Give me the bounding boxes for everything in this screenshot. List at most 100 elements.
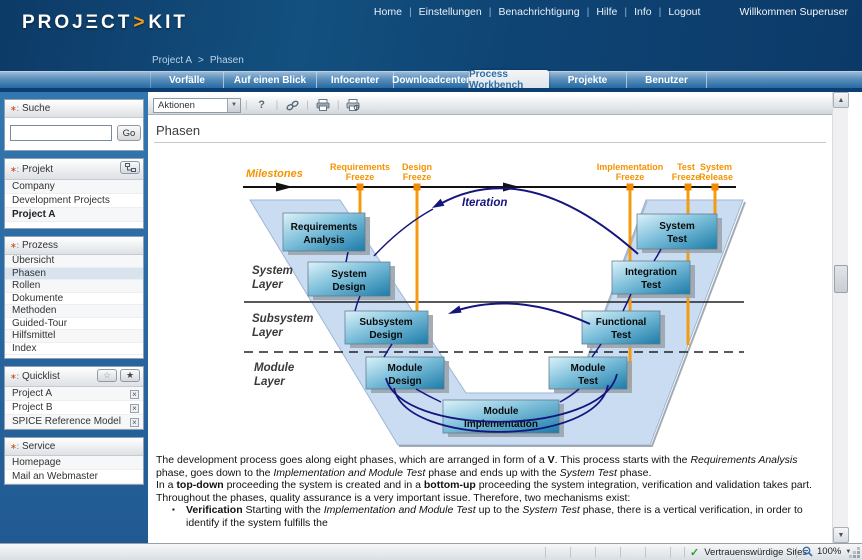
toolbar-separator: |: [306, 99, 309, 111]
panel-bullet-icon: ∗:: [10, 241, 19, 250]
project-panel-header: ∗: Projekt: [5, 159, 143, 180]
help-button[interactable]: ?: [252, 97, 272, 113]
quicklist-item-project-b[interactable]: Project B×: [5, 401, 143, 415]
toolbar-separator: |: [336, 99, 340, 111]
sidebar-item-index[interactable]: Index: [5, 342, 143, 355]
sidebar-item-mail-an-webmaster[interactable]: Mail an Webmaster: [5, 470, 143, 484]
tree-view-button[interactable]: [120, 161, 140, 174]
search-go-button[interactable]: Go: [117, 125, 141, 141]
menu-separator: |: [408, 6, 412, 18]
content-toolbar: Aktionen ▼ | ? | | |: [148, 96, 832, 115]
phase-label: Design: [388, 376, 421, 387]
actions-dropdown[interactable]: Aktionen ▼: [153, 97, 241, 113]
phase-label: Module: [484, 406, 519, 417]
sidebar-item-rollen[interactable]: Rollen: [5, 280, 143, 293]
tree-icon: [124, 163, 136, 172]
milestone-label: Design: [402, 162, 432, 172]
scroll-down-button[interactable]: ▼: [833, 527, 849, 543]
print-button[interactable]: [313, 97, 333, 113]
star-filled-button[interactable]: ★: [120, 369, 140, 382]
layer-label: Subsystem: [252, 313, 313, 325]
magnifier-icon: [802, 546, 813, 557]
panel-bullet-icon: ∗:: [10, 164, 19, 174]
menu-einstellungen[interactable]: Einstellungen: [418, 6, 482, 18]
sidebar: ∗: Suche Go ∗: Projekt: [0, 92, 148, 543]
resize-grip[interactable]: [857, 555, 860, 558]
menu-info[interactable]: Info: [634, 6, 652, 18]
tab-benutzer[interactable]: Benutzer: [627, 72, 707, 89]
vertical-scrollbar[interactable]: ▲ ▼: [832, 92, 849, 543]
close-icon[interactable]: ×: [130, 389, 139, 399]
layer-labels: System Layer Subsystem Layer Module Laye…: [252, 265, 313, 388]
tab-vorfaelle[interactable]: Vorfälle: [151, 72, 224, 89]
scroll-up-button[interactable]: ▲: [833, 92, 849, 108]
logo-arrow-icon: >: [133, 12, 148, 33]
printer-preview-icon: [346, 99, 360, 111]
search-panel-title: Suche: [21, 103, 51, 114]
search-panel-header: ∗: Suche: [5, 100, 143, 118]
breadcrumb: Project A > Phasen: [152, 55, 244, 66]
star-outline-button[interactable]: ☆: [97, 369, 117, 382]
phase-label: Functional: [596, 317, 647, 328]
scrollbar-thumb[interactable]: [834, 265, 848, 293]
bullet-item: ▪ Verification Starting with the Impleme…: [156, 504, 824, 529]
app-header: PROJΞCT>KIT Home| Einstellungen| Benachr…: [0, 0, 862, 71]
tab-process-workbench[interactable]: Process Workbench: [469, 69, 549, 91]
milestone-label: Freeze: [403, 172, 432, 182]
paragraph: Throughout the phases, quality assurance…: [156, 491, 631, 504]
tabbar-spacer: [0, 72, 151, 88]
paragraph: In a top-down proceeding the system is c…: [156, 479, 812, 491]
panel-bullet-icon: ∗:: [10, 104, 19, 113]
process-panel: ∗: Prozess Übersicht Phasen Rollen Dokum…: [4, 236, 144, 359]
bullet-text: Verification Starting with the Implement…: [186, 504, 803, 529]
phase-label: Test: [578, 376, 598, 387]
sidebar-item-hilfsmittel[interactable]: Hilfsmittel: [5, 330, 143, 343]
close-icon[interactable]: ×: [130, 417, 139, 427]
milestone-labels: Requirements Freeze Design Freeze Implem…: [330, 162, 733, 182]
link-icon: [286, 100, 299, 110]
sidebar-item-project-a[interactable]: Project A: [5, 208, 143, 222]
subsystem-iteration-arc: [448, 302, 591, 325]
breadcrumb-project[interactable]: Project A: [152, 55, 193, 66]
close-icon[interactable]: ×: [130, 403, 139, 413]
trusted-sites-label: Vertrauenswürdige Sites: [704, 547, 808, 558]
quicklist-item-project-a[interactable]: Project A×: [5, 387, 143, 401]
menu-logout[interactable]: Logout: [668, 6, 701, 18]
sidebar-item-dokumente[interactable]: Dokumente: [5, 292, 143, 305]
scroll-down-icon: ▼: [837, 531, 845, 539]
sidebar-item-development-projects[interactable]: Development Projects: [5, 194, 143, 208]
paragraph: The development process goes along eight…: [156, 454, 798, 479]
menu-separator: |: [624, 6, 628, 18]
tab-infocenter[interactable]: Infocenter: [317, 72, 394, 89]
menu-separator: |: [488, 6, 492, 18]
sidebar-item-phasen[interactable]: Phasen: [5, 267, 143, 280]
status-bar: ✓ Vertrauenswürdige Sites 100% ▼: [0, 543, 862, 560]
quicklist-item-spice[interactable]: SPICE Reference Model×: [5, 415, 143, 429]
main-content: Aktionen ▼ | ? | | |: [148, 92, 832, 543]
body-text: The development process goes along eight…: [156, 454, 824, 543]
sidebar-item-homepage[interactable]: Homepage: [5, 456, 143, 470]
menu-benachrichtigung[interactable]: Benachrichtigung: [498, 6, 580, 18]
zoom-level: 100%: [817, 546, 842, 557]
phase-system-test: System Test: [636, 213, 722, 253]
tab-auf-einen-blick[interactable]: Auf einen Blick: [224, 72, 317, 89]
sidebar-item-company[interactable]: Company: [5, 180, 143, 194]
layer-label: System: [252, 265, 293, 277]
tab-downloadcenter[interactable]: Downloadcenter: [392, 72, 470, 89]
sidebar-item-uebersicht[interactable]: Übersicht: [5, 255, 143, 268]
tab-projekte[interactable]: Projekte: [549, 72, 627, 89]
page-title: Phasen: [156, 123, 201, 138]
menu-hilfe[interactable]: Hilfe: [596, 6, 618, 18]
link-button[interactable]: [282, 97, 302, 113]
sidebar-item-guided-tour[interactable]: Guided-Tour: [5, 317, 143, 330]
search-input[interactable]: [10, 125, 112, 141]
breadcrumb-page: Phasen: [209, 55, 244, 66]
milestone-label: Freeze: [616, 172, 645, 182]
zoom-control[interactable]: 100% ▼: [802, 546, 851, 557]
print-preview-button[interactable]: [343, 97, 363, 113]
menu-home[interactable]: Home: [373, 6, 402, 18]
breadcrumb-separator-icon: >: [198, 55, 204, 66]
zoom-caret-icon: ▼: [845, 548, 852, 555]
sidebar-item-methoden[interactable]: Methoden: [5, 305, 143, 318]
